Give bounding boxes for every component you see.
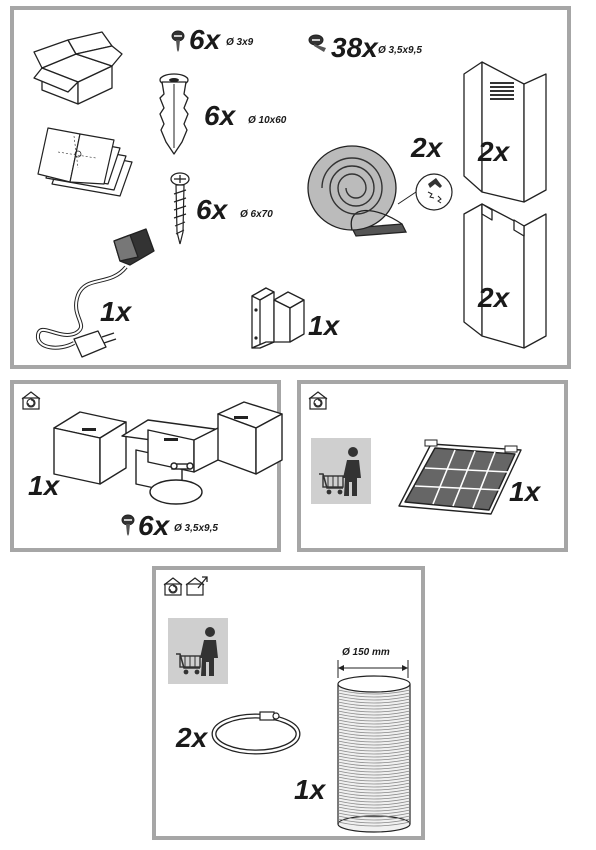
screws-small-quantity: 6x xyxy=(189,24,221,55)
chimney-lower-icon xyxy=(463,203,547,349)
recirculation-icon xyxy=(21,391,41,410)
hose-quantity: 1x xyxy=(294,774,326,805)
sealing-tape-icon xyxy=(307,145,453,237)
screws-large-spec: Ø 3,5x9,5 xyxy=(378,45,422,56)
purchase-separately-icon xyxy=(311,438,371,504)
power-cable-quantity: 1x xyxy=(100,296,132,327)
manual-icon xyxy=(37,127,133,197)
parts-panel-hose: 2x Ø 150 mm 1x xyxy=(152,566,425,840)
sealing-tape-quantity: 2x xyxy=(411,132,443,163)
duct-screws-spec: Ø 3,5x9,5 xyxy=(174,523,218,534)
duct-screws-quantity: 6x xyxy=(138,510,170,541)
screws-large-quantity: 38x xyxy=(331,32,378,63)
screw-small-icon xyxy=(171,30,185,52)
carbon-filter-quantity: 1x xyxy=(509,476,541,507)
screw-large-icon xyxy=(308,34,326,52)
bracket-icon xyxy=(251,287,305,349)
wood-screws-spec: Ø 6x70 xyxy=(240,209,273,220)
recirculation-icon xyxy=(163,577,183,596)
parts-panel-filter: 1x xyxy=(297,380,568,552)
carbon-filter-icon xyxy=(398,439,522,515)
dimension-arrow-icon xyxy=(337,660,409,678)
screws-small-spec: Ø 3x9 xyxy=(226,37,254,48)
hose-clamp-icon xyxy=(211,711,301,755)
parts-panel-duct: 1x 6x Ø 3,5x9,5 xyxy=(10,380,283,552)
bracket-quantity: 1x xyxy=(308,310,340,341)
chimney-lower-quantity: 2x xyxy=(478,282,510,313)
parts-panel-main: 1x 6x Ø 3x9 38x Ø 3,5x9,5 6x Ø 10x60 xyxy=(10,6,571,369)
flexible-hose-icon xyxy=(337,675,411,833)
screw-icon xyxy=(121,514,135,536)
duct-set-icon xyxy=(53,401,283,505)
wood-screws-quantity: 6x xyxy=(196,194,228,225)
clamp-quantity: 2x xyxy=(176,722,208,753)
chimney-upper-quantity: 2x xyxy=(478,136,510,167)
wall-plugs-quantity: 6x xyxy=(204,100,236,131)
wood-screw-icon xyxy=(170,172,190,245)
hose-diameter-label: Ø 150 mm xyxy=(342,647,390,658)
recirculation-icon xyxy=(308,391,328,410)
wall-plugs-spec: Ø 10x60 xyxy=(248,115,287,126)
chimney-upper-icon xyxy=(463,61,547,203)
duct-set-quantity: 1x xyxy=(28,470,60,501)
box-icon xyxy=(33,31,123,105)
wall-plug-icon xyxy=(159,73,189,155)
purchase-separately-icon xyxy=(168,618,228,684)
extraction-icon xyxy=(185,576,208,596)
power-cable-icon xyxy=(36,228,155,358)
